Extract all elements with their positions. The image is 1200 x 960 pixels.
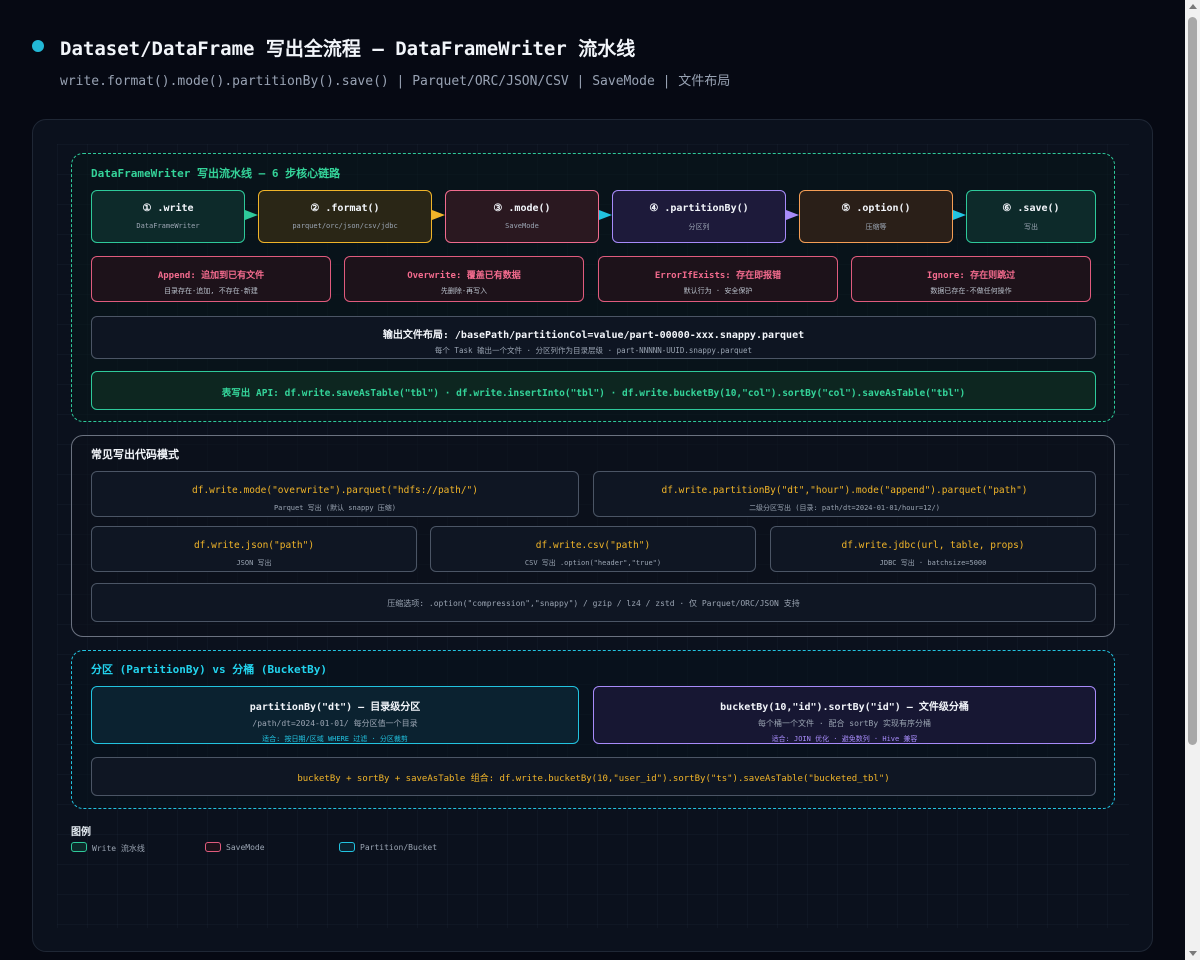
step-sublabel: DataFrameWriter	[136, 222, 200, 230]
code-partition-append: df.write.partitionBy("dt","hour").mode("…	[593, 471, 1096, 517]
step-sublabel: 写出	[1024, 223, 1038, 231]
step-sublabel: parquet/orc/json/csv/jdbc	[292, 222, 398, 230]
step-mode: ③ .mode() SaveMode	[445, 190, 599, 243]
savemode-label: ErrorIfExists: 存在即报错	[654, 271, 782, 281]
arrow-right-icon	[953, 210, 966, 220]
compression-options: 压缩选项: .option("compression","snappy") / …	[91, 583, 1096, 622]
title-bullet-icon	[32, 40, 44, 52]
legend-swatch-icon	[205, 842, 221, 852]
scroll-up-arrow-icon[interactable]	[1189, 4, 1197, 9]
savemode-label: Ignore: 存在则跳过	[926, 271, 1016, 281]
savemode-append: Append: 追加到已有文件 目录存在-追加, 不存在-新建	[91, 256, 331, 302]
code-parquet-overwrite: df.write.mode("overwrite").parquet("hdfs…	[91, 471, 579, 517]
bucketby-label: bucketBy(10,"id").sortBy("id") — 文件级分桶	[720, 702, 969, 713]
file-layout-desc: 每个 Task 输出一个文件 · 分区列作为目录层级 · part-NNNNN-…	[434, 346, 753, 355]
partitionby-note: 适合: 按日期/区域 WHERE 过滤 · 分区裁剪	[262, 735, 408, 743]
step-label: ① .write	[142, 203, 194, 214]
partition-bucket-section: 分区 (PartitionBy) vs 分桶 (BucketBy) partit…	[71, 650, 1115, 809]
code-jdbc: df.write.jdbc(url, table, props) JDBC 写出…	[770, 526, 1096, 572]
table-write-api: 表写出 API: df.write.saveAsTable("tbl") · d…	[91, 371, 1096, 410]
code-json: df.write.json("path") JSON 写出	[91, 526, 417, 572]
scroll-down-arrow-icon[interactable]	[1189, 951, 1197, 956]
savemode-desc: 数据已存在-不做任何操作	[930, 287, 1012, 295]
code-desc: CSV 写出 .option("header","true")	[524, 559, 662, 567]
step-format: ② .format() parquet/orc/json/csv/jdbc	[258, 190, 432, 243]
code-csv: df.write.csv("path") CSV 写出 .option("hea…	[430, 526, 756, 572]
step-save: ⑥ .save() 写出	[966, 190, 1096, 243]
arrow-right-icon	[432, 210, 445, 220]
code-patterns-heading: 常见写出代码模式	[91, 448, 179, 461]
scrollbar-thumb[interactable]	[1188, 17, 1197, 745]
code-desc: JSON 写出	[236, 559, 272, 567]
legend-label: Partition/Bucket	[360, 843, 438, 852]
savemode-label: Overwrite: 覆盖已有数据	[407, 271, 521, 281]
output-file-layout: 输出文件布局: /basePath/partitionCol=value/par…	[91, 316, 1096, 359]
bucketby-box: bucketBy(10,"id").sortBy("id") — 文件级分桶 每…	[593, 686, 1096, 744]
bucket-sort-combo: bucketBy + sortBy + saveAsTable 组合: df.w…	[91, 757, 1096, 796]
savemode-desc: 目录存在-追加, 不存在-新建	[164, 287, 258, 295]
step-sublabel: SaveMode	[505, 222, 539, 230]
arrow-right-icon	[599, 210, 612, 220]
step-option: ⑤ .option() 压缩等	[799, 190, 953, 243]
legend-swatch-icon	[339, 842, 355, 852]
file-layout-label: 输出文件布局: /basePath/partitionCol=value/par…	[382, 330, 805, 341]
step-partitionby: ④ .partitionBy() 分区列	[612, 190, 786, 243]
legend-title: 图例	[71, 827, 91, 838]
step-label: ④ .partitionBy()	[649, 203, 749, 214]
step-sublabel: 压缩等	[865, 223, 887, 231]
step-sublabel: 分区列	[688, 223, 710, 231]
savemode-errorifexists: ErrorIfExists: 存在即报错 默认行为 · 安全保护	[598, 256, 838, 302]
savemode-desc: 先删除-再写入	[440, 287, 488, 295]
diagram-canvas: DataFrameWriter 写出流水线 — 6 步核心链路 ① .write…	[32, 119, 1153, 952]
write-pipeline-section: DataFrameWriter 写出流水线 — 6 步核心链路 ① .write…	[71, 153, 1115, 422]
code-desc: Parquet 写出 (默认 snappy 压缩)	[273, 504, 397, 512]
step-label: ② .format()	[310, 203, 380, 214]
write-pipeline-heading: DataFrameWriter 写出流水线 — 6 步核心链路	[91, 167, 341, 180]
arrow-right-icon	[245, 210, 258, 220]
step-label: ③ .mode()	[493, 203, 551, 214]
code-desc: 二级分区写出 (目录: path/dt=2024-01-01/hour=12/)	[749, 504, 940, 512]
code-snippet: df.write.jdbc(url, table, props)	[841, 540, 1025, 551]
arrow-right-icon	[786, 210, 799, 220]
legend-label: SaveMode	[226, 843, 265, 852]
savemode-ignore: Ignore: 存在则跳过 数据已存在-不做任何操作	[851, 256, 1091, 302]
code-snippet: df.write.json("path")	[193, 540, 315, 551]
step-label: ⑤ .option()	[841, 203, 911, 214]
bucketby-note: 适合: JOIN 优化 · 避免数列 · Hive 兼容	[771, 735, 918, 743]
code-desc: JDBC 写出 · batchsize=5000	[879, 559, 987, 567]
code-snippet: df.write.mode("overwrite").parquet("hdfs…	[192, 485, 478, 496]
partitionby-label: partitionBy("dt") — 目录级分区	[249, 702, 421, 713]
code-snippet: df.write.partitionBy("dt","hour").mode("…	[661, 485, 1028, 496]
legend-swatch-icon	[71, 842, 87, 852]
savemode-label: Append: 追加到已有文件	[157, 271, 265, 281]
page-subtitle: write.format().mode().partitionBy().save…	[60, 74, 731, 89]
legend-label: Write 流水线	[92, 844, 145, 853]
bucket-combo-text: bucketBy + sortBy + saveAsTable 组合: df.w…	[297, 774, 890, 784]
compression-text: 压缩选项: .option("compression","snappy") / …	[387, 599, 800, 608]
table-api-text: 表写出 API: df.write.saveAsTable("tbl") · d…	[221, 388, 966, 399]
vertical-scrollbar[interactable]	[1185, 0, 1200, 960]
savemode-desc: 默认行为 · 安全保护	[683, 287, 753, 295]
page-title: Dataset/DataFrame 写出全流程 — DataFrameWrite…	[60, 38, 636, 60]
partition-bucket-heading: 分区 (PartitionBy) vs 分桶 (BucketBy)	[91, 663, 328, 676]
step-label: ⑥ .save()	[1002, 203, 1060, 214]
step-write: ① .write DataFrameWriter	[91, 190, 245, 243]
savemode-overwrite: Overwrite: 覆盖已有数据 先删除-再写入	[344, 256, 584, 302]
code-patterns-section: 常见写出代码模式 df.write.mode("overwrite").parq…	[71, 435, 1115, 637]
bucketby-desc: 每个桶一个文件 · 配合 sortBy 实现有序分桶	[758, 719, 931, 728]
partitionby-desc: /path/dt=2024-01-01/ 每分区值一个目录	[252, 719, 418, 728]
code-snippet: df.write.csv("path")	[535, 540, 651, 551]
partitionby-box: partitionBy("dt") — 目录级分区 /path/dt=2024-…	[91, 686, 579, 744]
